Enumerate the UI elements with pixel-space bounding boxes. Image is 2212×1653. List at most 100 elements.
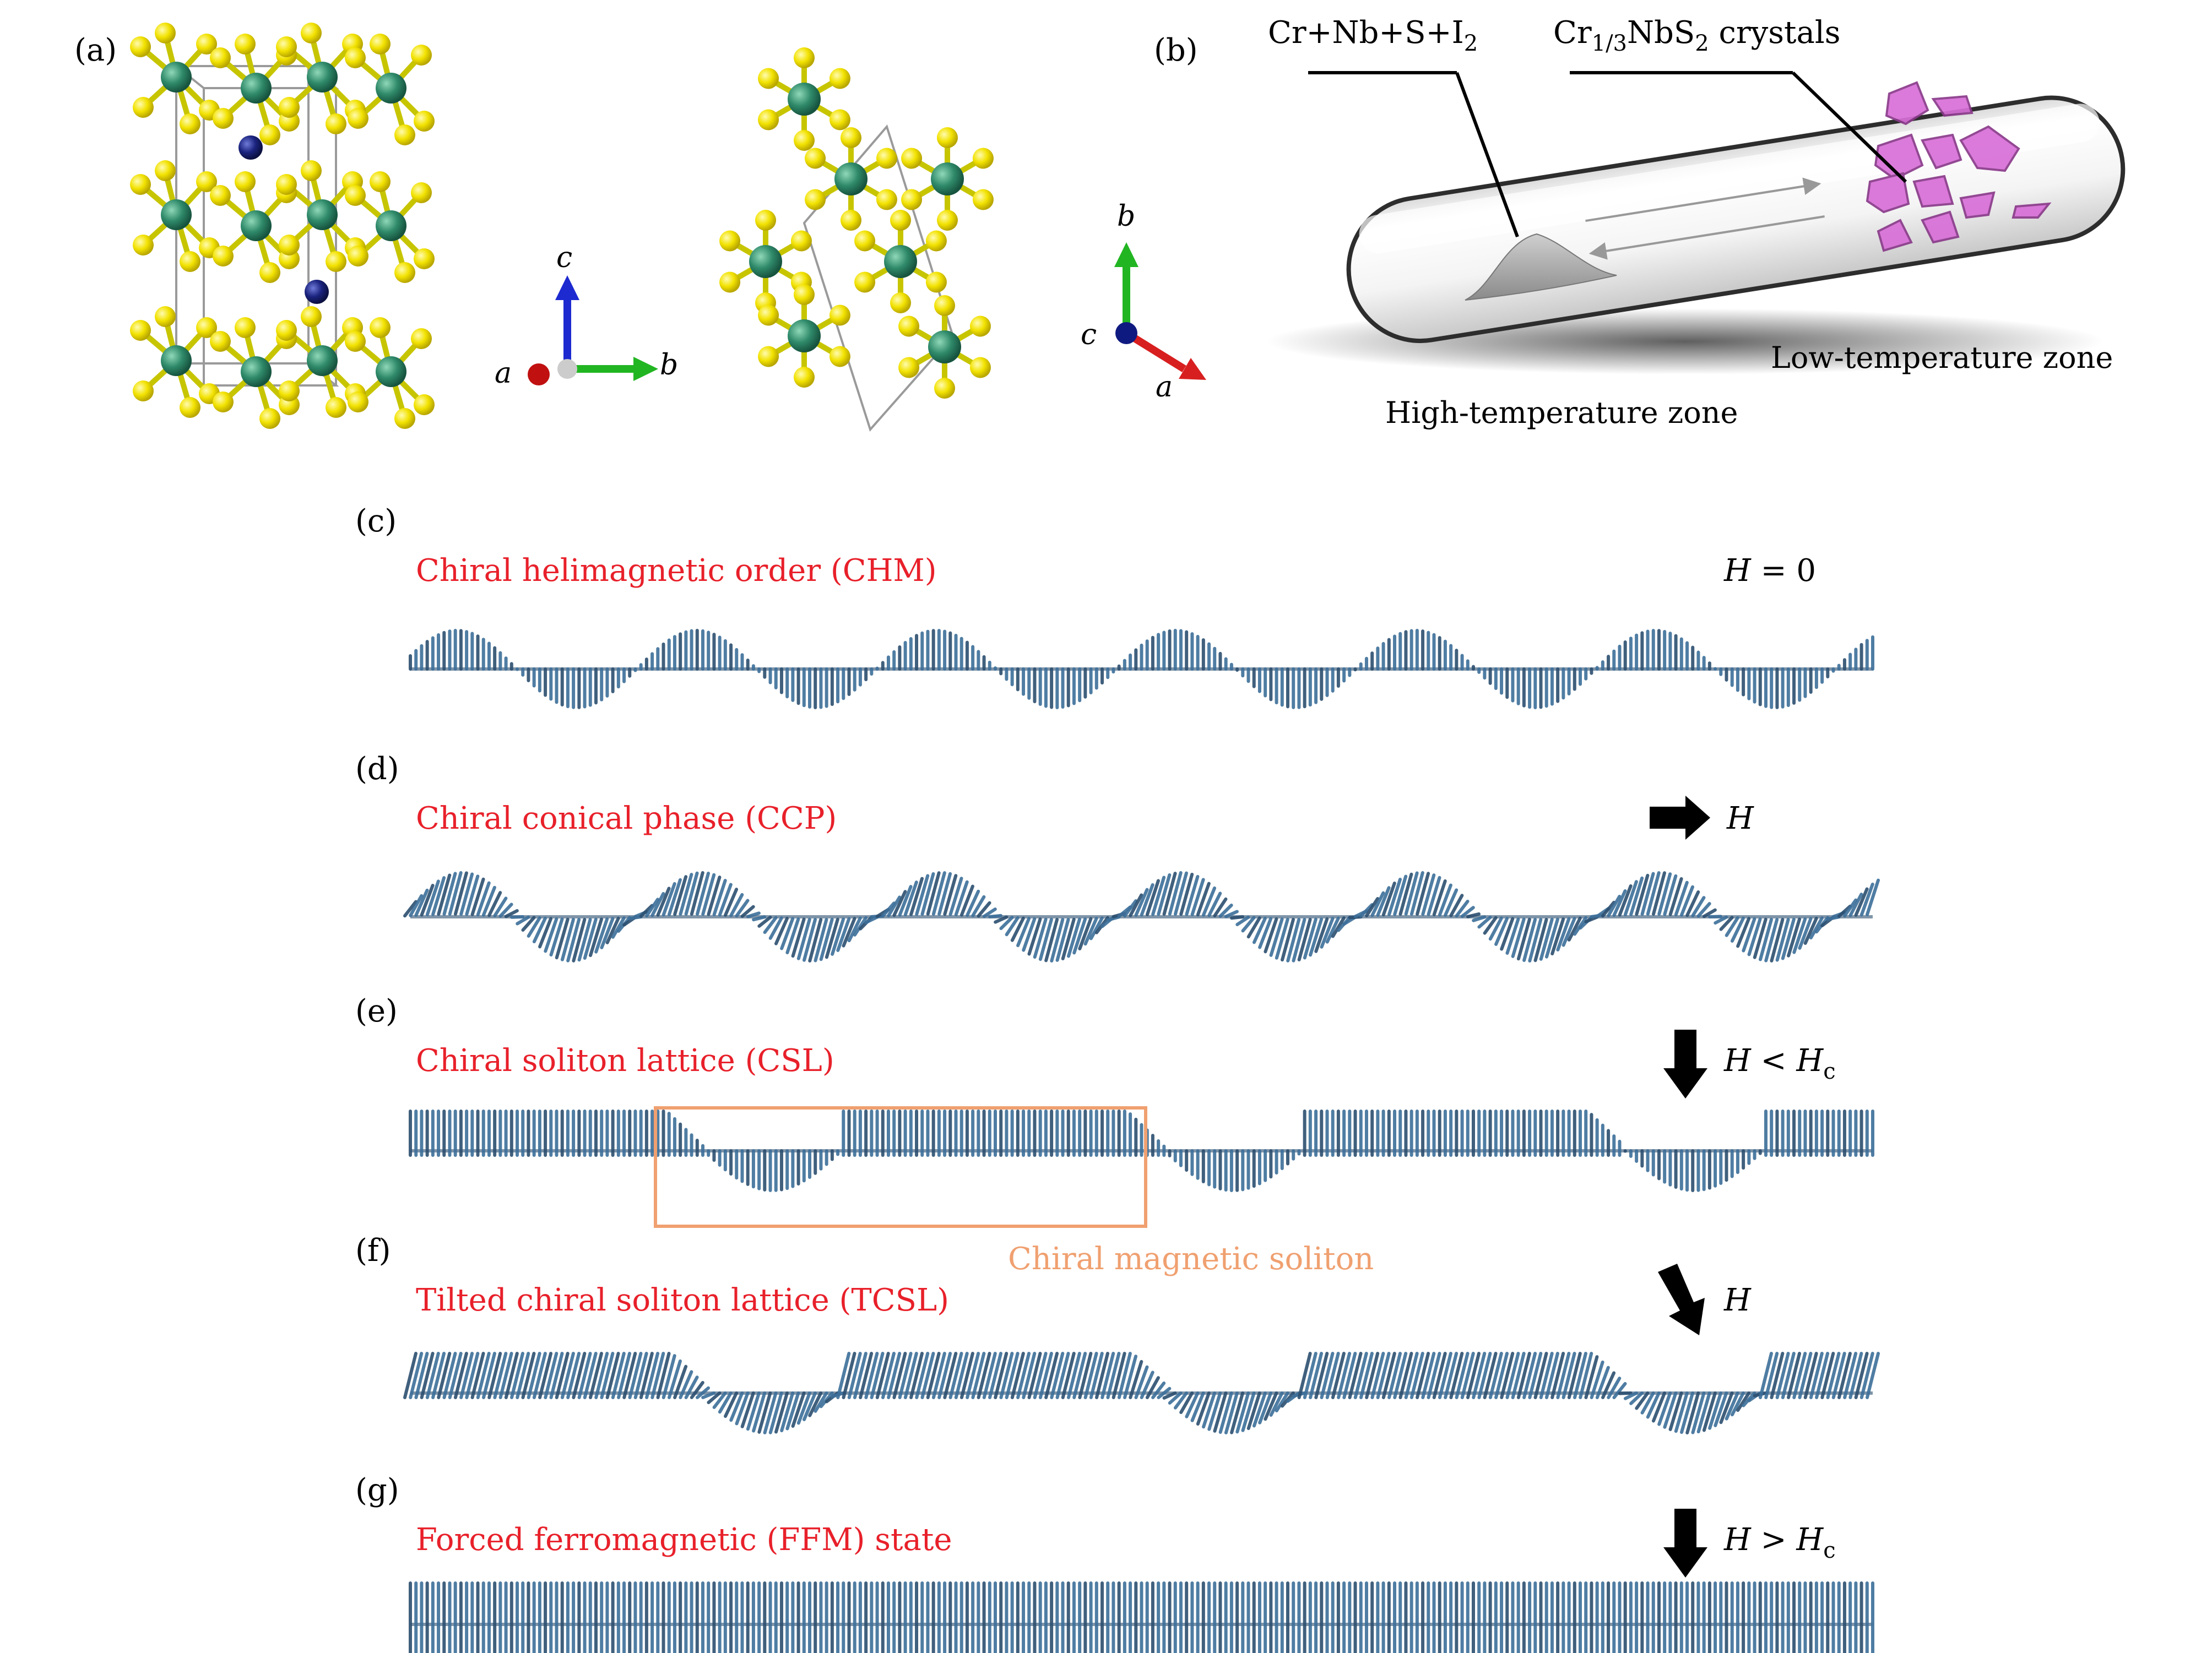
spin-moment bbox=[1533, 917, 1548, 963]
s-atom bbox=[794, 47, 815, 68]
s-atom bbox=[279, 97, 300, 118]
s-atom bbox=[345, 185, 366, 206]
spin-moment bbox=[847, 1352, 862, 1399]
spin-moment bbox=[487, 1352, 502, 1399]
spin-moment bbox=[1635, 1391, 1650, 1410]
tube-annotations: Cr+Nb+S+I2 Cr1/3NbS2 crystals Low-temper… bbox=[1268, 15, 2113, 430]
spin-moment bbox=[611, 1352, 626, 1399]
spin-moment bbox=[1427, 1352, 1441, 1399]
spin-moment bbox=[572, 1352, 587, 1399]
spin-moment bbox=[853, 1352, 868, 1399]
spin-moment bbox=[1815, 1352, 1830, 1399]
spin-moment bbox=[1309, 917, 1324, 957]
spin-moment bbox=[1314, 1352, 1329, 1399]
spin-moment bbox=[560, 1352, 575, 1399]
s-atom bbox=[370, 317, 391, 338]
spin-moment bbox=[679, 1370, 693, 1399]
spin-moment bbox=[1500, 1352, 1515, 1399]
axis-label-a: a bbox=[495, 357, 512, 390]
spin-moment bbox=[1567, 1352, 1582, 1399]
spin-moment bbox=[1584, 1355, 1599, 1399]
spin-moment bbox=[1325, 1352, 1340, 1399]
spin-moment bbox=[746, 1391, 761, 1431]
spin-moment bbox=[1438, 883, 1452, 917]
s-atom bbox=[876, 148, 897, 169]
spin-moment bbox=[667, 878, 682, 916]
spin-moment bbox=[1038, 917, 1053, 961]
spin-moment bbox=[1027, 1352, 1042, 1399]
s-atom bbox=[414, 111, 435, 132]
spin-moment bbox=[1381, 1352, 1396, 1399]
cr-atom bbox=[376, 210, 406, 241]
cr-atom bbox=[376, 356, 406, 387]
spin-moment bbox=[1685, 890, 1700, 917]
spin-moment bbox=[470, 877, 485, 916]
spin-moment bbox=[1050, 917, 1065, 963]
spin-moment bbox=[1218, 1391, 1233, 1434]
spin-moment bbox=[982, 907, 997, 918]
spin-chain bbox=[403, 1352, 1880, 1434]
spin-moment bbox=[1466, 1352, 1481, 1399]
spin-moment bbox=[470, 1352, 485, 1399]
spin-chain bbox=[409, 1581, 1874, 1653]
s-atom bbox=[925, 271, 947, 293]
spin-moment bbox=[1803, 1352, 1818, 1399]
field-condition: H bbox=[1726, 801, 1754, 836]
spin-moment bbox=[1556, 917, 1571, 951]
s-atom bbox=[841, 127, 861, 148]
s-atom bbox=[259, 124, 280, 145]
spin-moment bbox=[1472, 915, 1487, 922]
s-atom bbox=[210, 47, 231, 68]
spin-moment bbox=[768, 1391, 783, 1434]
cr-atom bbox=[788, 319, 821, 352]
spin-moment bbox=[1252, 1391, 1267, 1428]
spin-moment bbox=[763, 1391, 778, 1434]
spin-moment bbox=[1224, 1391, 1239, 1434]
spin-moment bbox=[516, 915, 530, 926]
s-atom bbox=[301, 306, 322, 327]
spin-moment bbox=[594, 1352, 609, 1399]
s-atom bbox=[972, 189, 994, 210]
spin-moment bbox=[555, 1352, 570, 1399]
spin-moment bbox=[887, 1352, 902, 1399]
field-condition: H > Hc bbox=[1723, 1522, 1836, 1563]
nb-atom bbox=[305, 280, 329, 304]
spin-moment bbox=[1544, 917, 1559, 959]
spin-moment bbox=[403, 900, 418, 918]
spin-moment bbox=[1691, 1391, 1706, 1434]
spin-moment bbox=[1460, 1352, 1475, 1399]
spin-moment bbox=[1432, 1352, 1447, 1399]
spin-moment bbox=[1207, 1391, 1222, 1431]
s-atom bbox=[130, 320, 151, 341]
s-atom bbox=[755, 210, 776, 231]
spin-moment bbox=[1691, 896, 1706, 917]
spin-chain bbox=[409, 1110, 1874, 1192]
spin-moment bbox=[1781, 917, 1796, 960]
s-atom bbox=[196, 317, 217, 338]
spin-moment bbox=[1651, 1391, 1666, 1423]
spin-moment bbox=[476, 1352, 491, 1399]
spin-moment bbox=[1416, 872, 1430, 916]
spin-moment bbox=[1696, 1391, 1711, 1434]
spin-moment bbox=[729, 893, 744, 917]
spin-moment bbox=[943, 874, 958, 916]
spin-moment bbox=[712, 879, 727, 916]
spin-moment bbox=[1359, 903, 1374, 918]
spin-moment bbox=[1010, 1352, 1025, 1399]
spin-moment bbox=[1516, 917, 1531, 961]
spin-moment bbox=[1106, 1352, 1121, 1399]
spin-moment bbox=[999, 916, 1014, 931]
spin-moment bbox=[1241, 916, 1256, 933]
spin-moment bbox=[994, 1352, 1009, 1399]
spin-moment bbox=[1185, 874, 1200, 916]
spin-moment bbox=[633, 1352, 648, 1399]
axis-label-c: c bbox=[556, 241, 572, 274]
state-label: (c) bbox=[355, 503, 397, 539]
spin-moment bbox=[1820, 1352, 1835, 1399]
spin-moment bbox=[684, 871, 699, 916]
spin-moment bbox=[532, 1352, 547, 1399]
soliton-annotation: Chiral magnetic soliton bbox=[1008, 1241, 1374, 1277]
spin-moment bbox=[1809, 1352, 1824, 1399]
spin-moment bbox=[431, 876, 446, 916]
axis-label-b-top: b bbox=[1117, 200, 1135, 233]
